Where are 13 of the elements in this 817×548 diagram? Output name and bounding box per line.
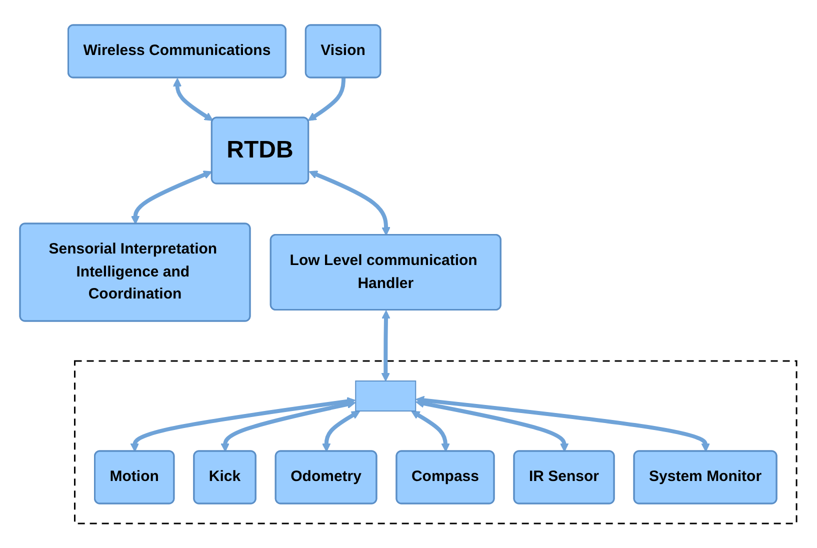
cluster [74,360,798,524]
arrow [309,170,391,236]
arrow [131,170,212,224]
arrow [220,400,356,452]
arrow [381,310,391,382]
arrow [173,78,214,121]
arrow [322,410,360,452]
arrow [416,398,569,452]
arrow [308,78,346,121]
node-bar [355,380,416,412]
arrow [411,410,450,452]
arrow [130,396,356,452]
arrow [416,396,710,452]
